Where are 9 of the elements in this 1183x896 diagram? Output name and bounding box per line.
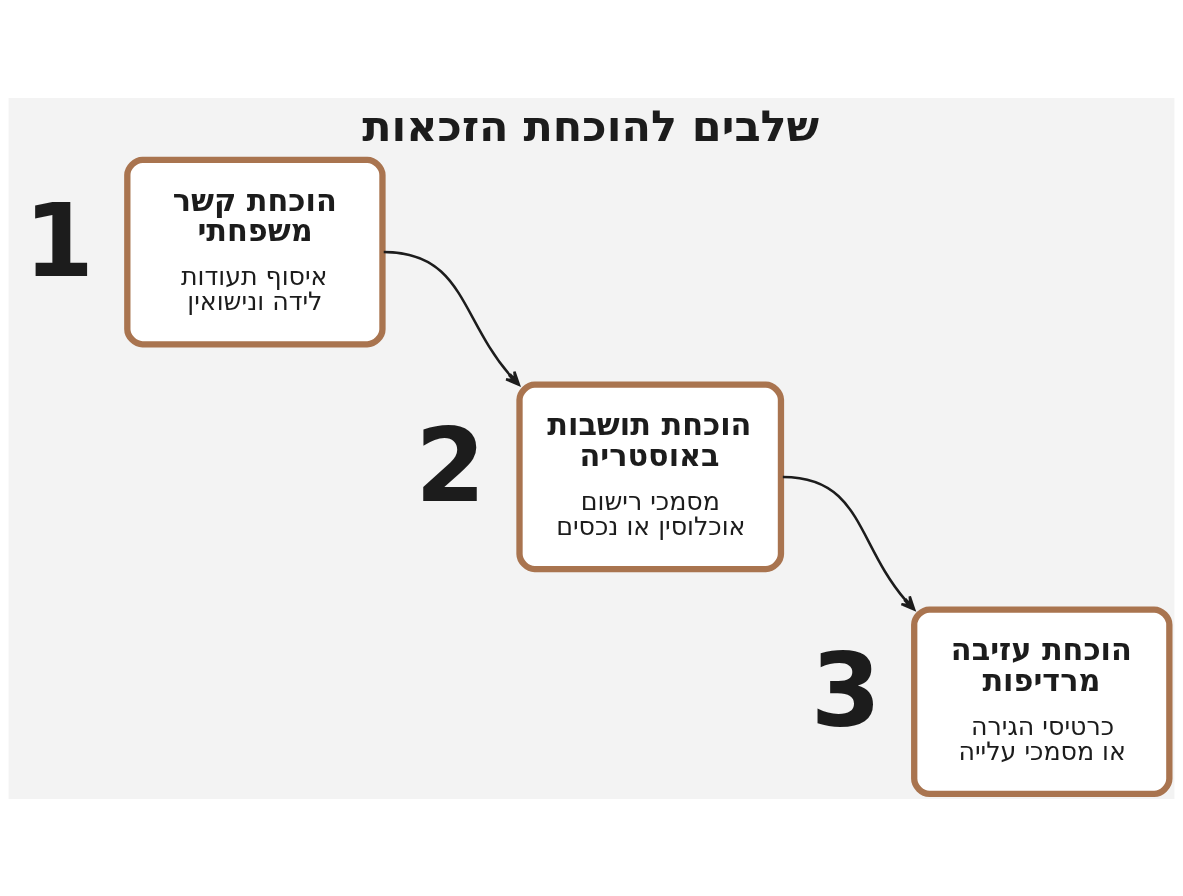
diagram-title: שלבים להוכחת הזכאות xyxy=(362,100,820,151)
node-box: הוכחת עזיבה מרדיפות כרטיסי הגירה או מסמכי עלייה xyxy=(911,605,1173,797)
node-label: 1 xyxy=(23,181,95,300)
node-box: הוכחת קשר משפחתי איסוף תעודות לידה ונישואין xyxy=(124,156,386,347)
arrow xyxy=(782,475,916,611)
node-label: 2 xyxy=(415,406,486,525)
arrow xyxy=(383,250,521,386)
node-box: הוכחת תושבות באוסטריה מסמכי רישום אוכלוסין או נכסים xyxy=(516,381,785,572)
node-label: 3 xyxy=(810,631,881,750)
